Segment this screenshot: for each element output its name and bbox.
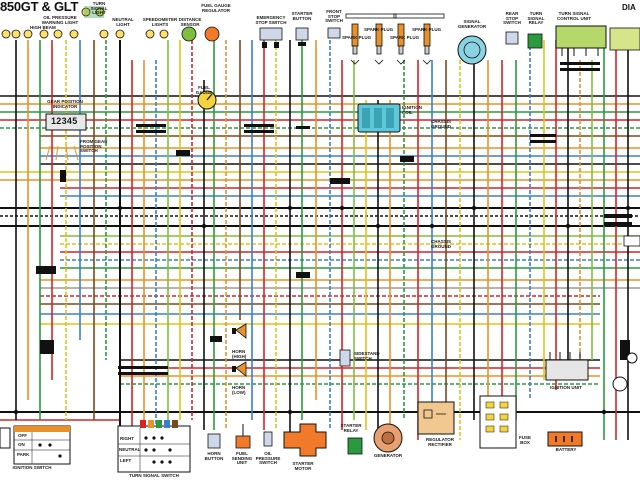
junction-dots bbox=[13, 205, 631, 415]
oil-pressure-switch-label: OIL PRESSURE SWITCH bbox=[255, 451, 281, 465]
speedometer-lights-label: SPEEDOMETER LIGHTS bbox=[142, 17, 178, 27]
spark-plugs bbox=[345, 13, 445, 65]
spark-plug-label-4: SPARK PLUG bbox=[412, 27, 442, 32]
battery-icon bbox=[547, 431, 583, 447]
fuel-sending-unit-icon bbox=[235, 424, 251, 449]
fuse-box-label: FUSE BOX bbox=[518, 435, 531, 445]
high-beam-label: HIGH BEAM bbox=[30, 25, 56, 30]
chassis-ground-label-1: CHASSIS GROUND bbox=[430, 119, 451, 129]
turn-signal-control-label: TURN SIGNAL CONTROL UNIT bbox=[557, 11, 591, 21]
signal-generator-icon bbox=[457, 35, 487, 65]
horn-high-label: HORN (HIGH) bbox=[232, 349, 247, 359]
starter-relay-label: STARTER RELAY bbox=[340, 423, 362, 433]
gear-position-indicator-icon bbox=[45, 113, 87, 161]
emergency-stop-label: EMERGENCY STOP SWITCH bbox=[255, 15, 287, 25]
gear-position-indicator-label: GEAR POSITION INDICATOR bbox=[47, 99, 83, 109]
horn-low-icon bbox=[232, 361, 247, 377]
starter-motor-icon bbox=[283, 423, 327, 457]
battery-label: BATTERY bbox=[555, 447, 577, 452]
distance-sensor-icon bbox=[181, 26, 197, 42]
turn-signal-relay-icon bbox=[527, 33, 543, 49]
spark-plug-label-2: SPARK PLUG bbox=[364, 27, 394, 32]
harness-clamps bbox=[36, 62, 632, 375]
turn-signal-switch-label: TURN SIGNAL SWITCH bbox=[129, 473, 179, 478]
spark-plug-label-3: SPARK PLUG bbox=[390, 35, 420, 40]
starter-button-icon bbox=[295, 27, 309, 46]
rear-stop-label: REAR STOP SWITCH bbox=[503, 11, 521, 25]
ignition-unit-label: IGNITION UNIT bbox=[550, 385, 582, 390]
ignition-switch-icon bbox=[13, 425, 71, 465]
front-stop-label: FRONT STOP SWITCH bbox=[325, 9, 343, 23]
fuel-gauge-regulator-label: FUEL GAUGE REGULATOR bbox=[201, 3, 231, 13]
spark-plug-label-1: SPARK PLUG bbox=[342, 35, 372, 40]
chassis-ground-label-2: CHASSIS GROUND bbox=[430, 239, 451, 249]
turn-signal-relay-label: TURN SIGNAL RELAY bbox=[527, 11, 545, 25]
regulator-rectifier-icon bbox=[417, 401, 455, 435]
turn-signal-neutral-label: NEUTRAL bbox=[119, 447, 141, 452]
left-edge-box bbox=[0, 427, 11, 449]
distance-sensor-label: DISTANCE SENSOR bbox=[178, 17, 202, 27]
generator-icon bbox=[373, 423, 403, 453]
signal-generator-label: SIGNAL GENERATOR bbox=[457, 19, 487, 29]
ignition-unit-icon bbox=[545, 352, 589, 381]
gear-digits-readout: 12345 bbox=[51, 116, 78, 126]
turn-signal-right-label: RIGHT bbox=[120, 436, 134, 441]
oil-pressure-label: OIL PRESSURE WARNING LIGHT bbox=[41, 15, 79, 25]
emergency-stop-switch-icon bbox=[259, 27, 283, 48]
turn-signal-light-label: TURN SIGNAL LIGHT bbox=[90, 1, 108, 15]
right-edge-components bbox=[612, 235, 640, 392]
ignition-off-label: OFF bbox=[18, 433, 27, 438]
sidestand-switch-label: SIDESTAND SWITCH bbox=[354, 351, 380, 361]
oil-pressure-switch-icon bbox=[263, 431, 273, 447]
neutral-light-label: NEUTRAL LIGHT bbox=[112, 17, 134, 27]
ignition-coil-icon bbox=[357, 103, 401, 133]
diagram-corner-tab bbox=[609, 27, 640, 51]
fuel-gauge-icon bbox=[197, 90, 217, 110]
regulator-rectifier-label: REGULATOR RECTIFIER bbox=[425, 437, 455, 447]
fuel-gauge-regulator-icon bbox=[204, 26, 220, 42]
horn-high-icon bbox=[232, 323, 247, 339]
fuel-gauge-label: FUEL GAUGE bbox=[195, 85, 213, 95]
turn-signal-switch-icon bbox=[117, 420, 191, 473]
starter-button-label: STARTER BUTTON bbox=[291, 11, 313, 21]
ignition-on-label: ON bbox=[18, 442, 25, 447]
ignition-switch-label: IGNITION SWITCH bbox=[12, 465, 52, 470]
horn-button-icon bbox=[207, 433, 221, 449]
front-stop-switch-icon bbox=[327, 27, 341, 39]
rear-stop-switch-icon bbox=[505, 31, 519, 45]
fuel-sending-unit-label: FUEL SENDING UNIT bbox=[231, 451, 253, 465]
turn-signal-left-label: LEFT bbox=[120, 458, 132, 463]
indicator-bulbs bbox=[1, 6, 169, 39]
generator-label: GENERATOR bbox=[373, 453, 403, 458]
starter-motor-label: STARTER MOTOR bbox=[292, 461, 314, 471]
sidestand-switch-icon bbox=[339, 349, 351, 367]
diagram-title: 850GT & GLT bbox=[0, 0, 79, 14]
diagram-corner-label: DIA bbox=[622, 3, 636, 12]
ignition-park-label: PARK bbox=[17, 452, 30, 457]
turn-signal-control-unit-icon bbox=[555, 25, 607, 56]
fuse-box-icon bbox=[479, 395, 517, 449]
vertical-wires bbox=[15, 40, 629, 440]
ignition-coil-label: IGNITION COIL bbox=[402, 105, 422, 115]
horn-low-label: HORN (LOW) bbox=[232, 385, 246, 395]
from-gear-switch-label: FROM GEAR POSITION SWITCH bbox=[80, 139, 108, 153]
horn-button-label: HORN BUTTON bbox=[204, 451, 224, 461]
starter-relay-icon bbox=[347, 437, 363, 455]
